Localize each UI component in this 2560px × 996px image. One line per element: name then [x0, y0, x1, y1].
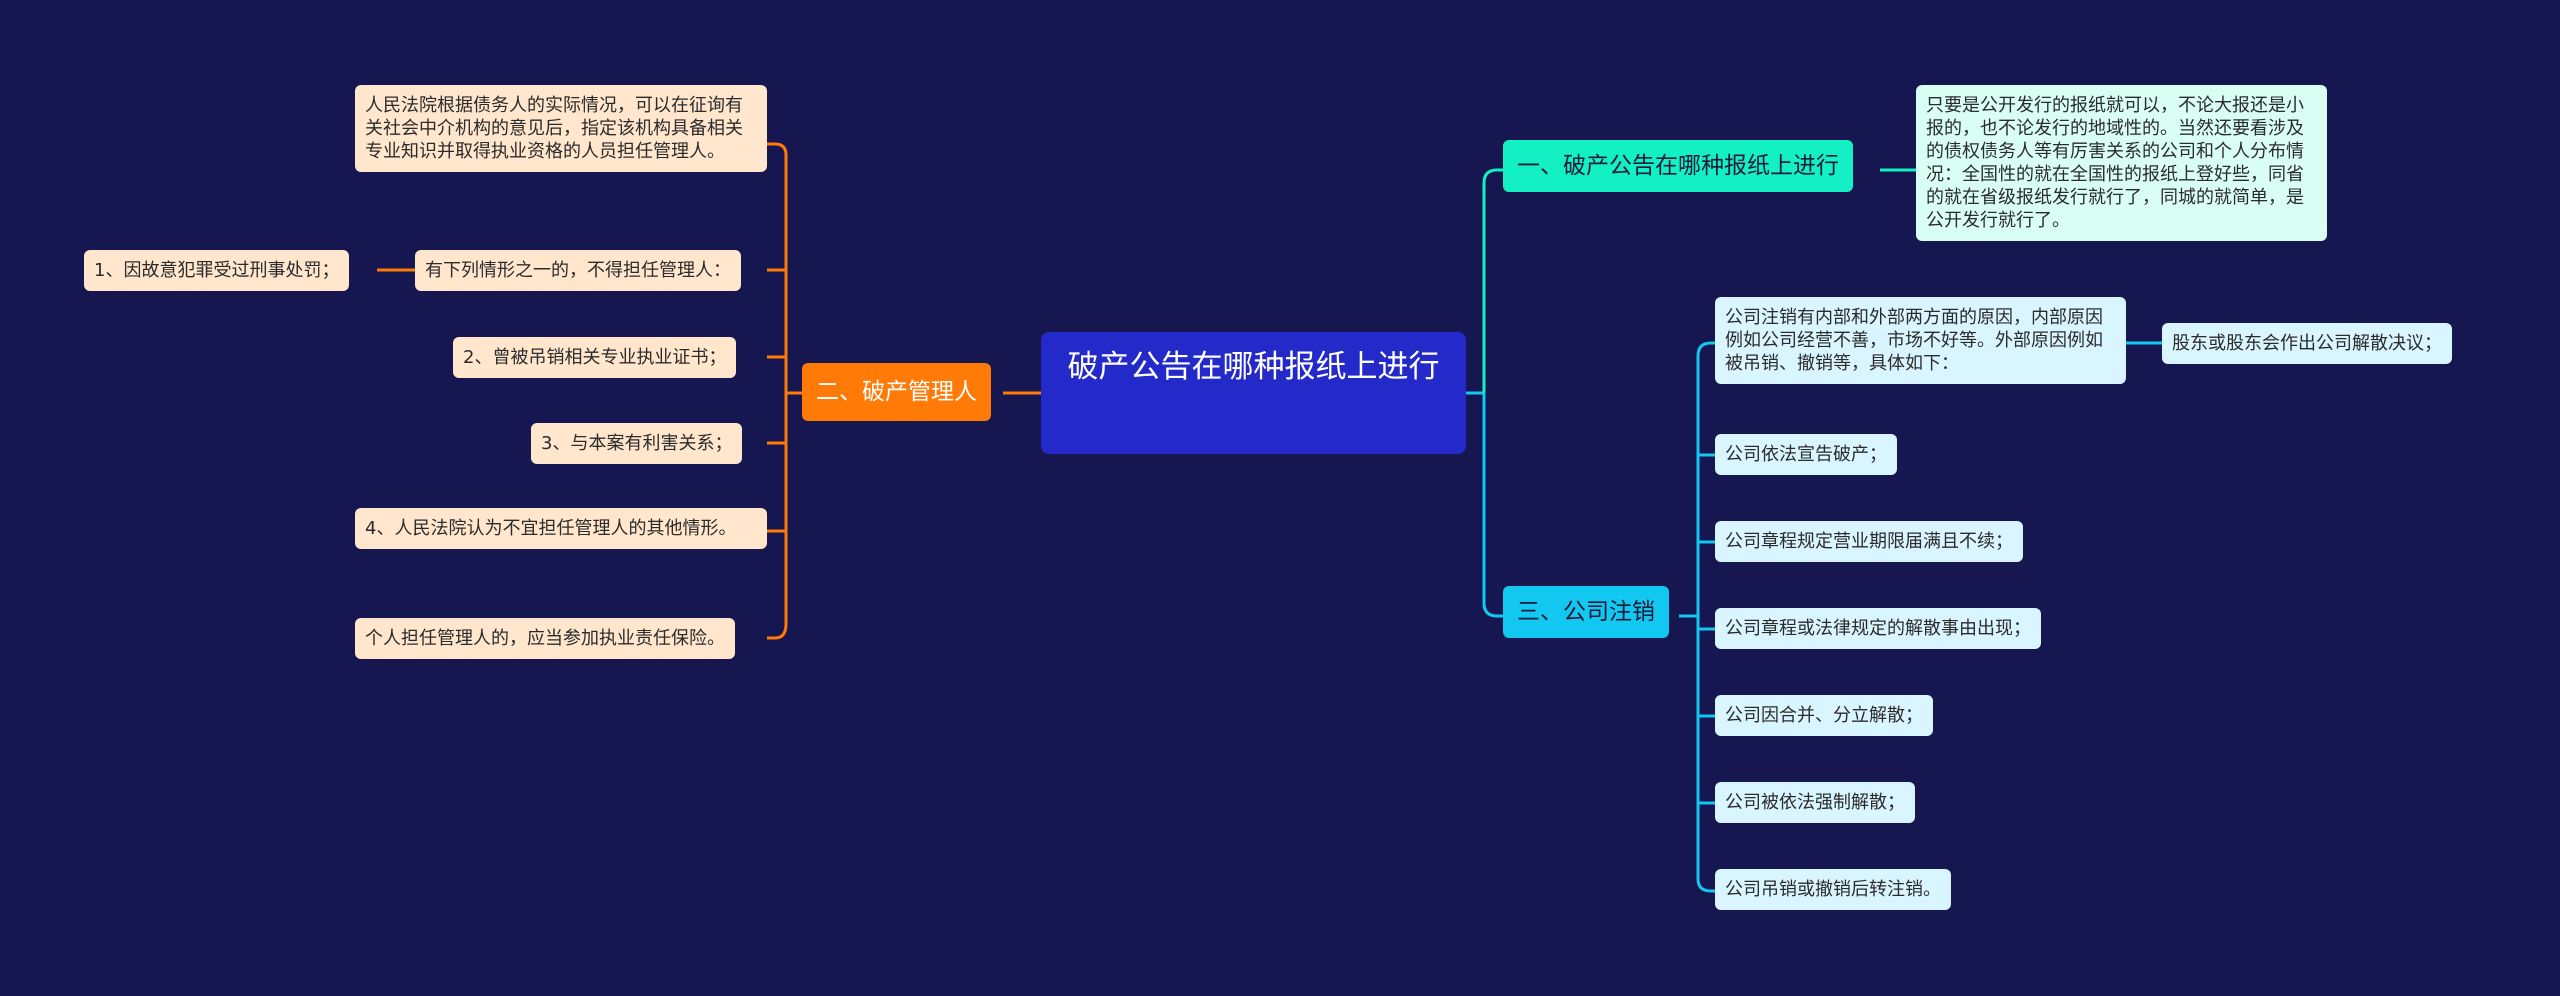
newspaper-detail-leaf[interactable]: 只要是公开发行的报纸就可以，不论大报还是小报的，也不论发行的地域性的。当然还要看…	[1916, 85, 2327, 241]
deregistration-leaf-reasons[interactable]: 公司注销有内部和外部两方面的原因，内部原因例如公司经营不善，市场不好等。外部原因…	[1715, 297, 2126, 384]
administrator-leaf-insurance[interactable]: 个人担任管理人的，应当参加执业责任保险。	[355, 618, 735, 659]
link-b2-spine	[784, 155, 802, 624]
link-b2-c0	[767, 142, 788, 156]
branch-deregistration-topic[interactable]: 三、公司注销	[1503, 586, 1669, 638]
link-b2-c5	[767, 623, 788, 640]
deregistration-leaf-term-expired[interactable]: 公司章程规定营业期限届满且不续；	[1715, 521, 2023, 562]
administrator-leaf-disqualification[interactable]: 有下列情形之一的，不得担任管理人：	[415, 250, 741, 291]
administrator-leaf-other[interactable]: 4、人民法院认为不宜担任管理人的其他情形。	[355, 508, 767, 549]
administrator-leaf-revoked[interactable]: 2、曾被吊销相关专业执业证书；	[453, 337, 737, 378]
deregistration-leaf-forced[interactable]: 公司被依法强制解散；	[1715, 782, 1915, 823]
link-b3-c0	[1696, 341, 1715, 357]
administrator-leaf-appointment[interactable]: 人民法院根据债务人的实际情况，可以在征询有关社会中介机构的意见后，指定该机构具备…	[355, 85, 767, 172]
deregistration-leaf-merger[interactable]: 公司因合并、分立解散；	[1715, 695, 1933, 736]
branch-newspaper-topic[interactable]: 一、破产公告在哪种报纸上进行	[1503, 140, 1853, 192]
deregistration-leaf-dissolution-cause[interactable]: 公司章程或法律规定的解散事由出现；	[1715, 608, 2041, 649]
deregistration-leaf-bankruptcy[interactable]: 公司依法宣告破产；	[1715, 434, 1897, 475]
administrator-leaf-interest[interactable]: 3、与本案有利害关系；	[531, 423, 743, 464]
deregistration-leaf-revocation[interactable]: 公司吊销或撤销后转注销。	[1715, 869, 1951, 910]
root-topic[interactable]: 破产公告在哪种报纸上进行	[1041, 332, 1466, 454]
link-b3-c6	[1696, 878, 1715, 893]
branch-administrator-topic[interactable]: 二、破产管理人	[802, 363, 991, 421]
deregistration-subleaf-resolution[interactable]: 股东或股东会作出公司解散决议；	[2162, 323, 2452, 364]
link-root-b1	[1482, 168, 1503, 393]
link-b3-spine	[1679, 356, 1700, 879]
administrator-subleaf-criminal[interactable]: 1、因故意犯罪受过刑事处罚；	[84, 250, 350, 291]
link-root-b3	[1482, 393, 1503, 618]
